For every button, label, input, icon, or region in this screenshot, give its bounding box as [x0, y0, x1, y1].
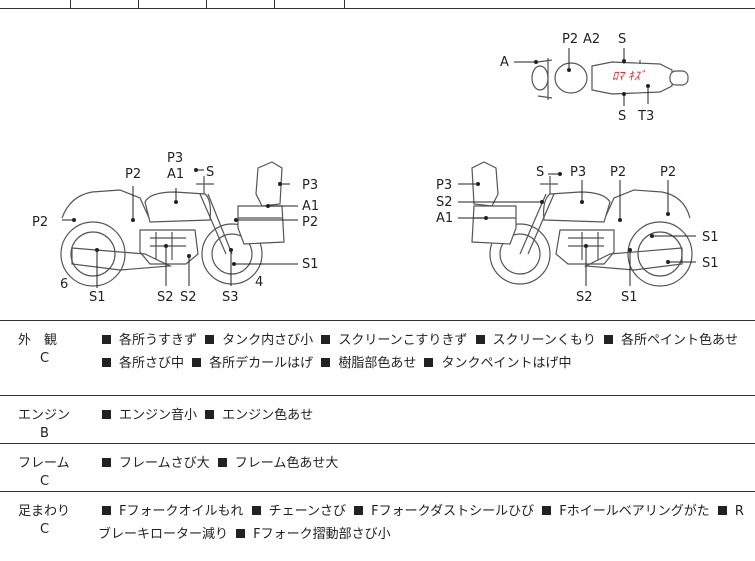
section-exterior: 外 観 C 各所うすきず タンク内さび小 スクリーンこすりきず スクリーンくもり…: [0, 321, 755, 396]
label-P2: P2: [562, 32, 578, 47]
label-A: A: [500, 55, 509, 70]
section-name: フレーム: [18, 456, 70, 471]
left-side-motorcycle: [60, 161, 285, 287]
condition-item: 各所さび中: [119, 356, 185, 371]
condition-item: Fフォークダストシールひび: [371, 504, 535, 519]
label-P3-screen: P3: [302, 178, 318, 193]
label-T3: T3: [637, 109, 654, 124]
label-P3-screen: P3: [436, 178, 452, 193]
label-S2-fork: S2: [436, 195, 453, 210]
condition-item: Fフォークオイルもれ: [119, 504, 244, 519]
condition-item: タンクペイントはげ中: [441, 356, 572, 371]
label-A1-fairing: A1: [436, 211, 453, 226]
section-engine: エンジン B エンジン音小 エンジン色あせ: [0, 396, 755, 444]
label-A2: A2: [583, 32, 600, 47]
label-S-top: S: [618, 32, 626, 47]
condition-item: フレームさび大: [119, 456, 210, 471]
label-A1: A1: [167, 167, 184, 182]
label-P3: P3: [167, 151, 183, 166]
label-P2-seat: P2: [660, 165, 676, 180]
condition-item: 各所ペイント色あせ: [621, 333, 739, 348]
damage-diagram: ﾛﾏ ｷｽﾞ A P2 A2 S S T3: [0, 8, 755, 321]
section-grade: C: [40, 522, 50, 537]
section-name: 足まわり: [18, 504, 71, 519]
label-S2-engine: S2: [576, 290, 593, 305]
condition-item: エンジン音小: [119, 408, 198, 423]
label-S: S: [536, 165, 544, 180]
section-grade: B: [40, 426, 49, 441]
previous-table-row-edge: [0, 0, 755, 9]
section-suspension: 足まわり C Fフォークオイルもれ チェーンさび Fフォークダストシールひび F…: [0, 492, 755, 561]
condition-item: チェーンさび: [268, 504, 346, 519]
condition-item: 各所うすきず: [119, 333, 198, 348]
condition-item: スクリーンこすりきず: [338, 333, 468, 348]
label-S1-muffler: S1: [89, 290, 106, 305]
label-S1-muffler: S1: [702, 256, 719, 271]
section-grade: C: [40, 351, 50, 366]
condition-item: エンジン色あせ: [222, 408, 314, 423]
label-A1-fairing: A1: [302, 199, 319, 214]
label-6: 6: [60, 277, 68, 292]
label-S1-front: S1: [302, 257, 319, 272]
label-P3-tank: P3: [570, 165, 586, 180]
label-S3: S3: [222, 290, 239, 305]
label-P2-seat: P2: [125, 167, 141, 182]
condition-list: 各所うすきず タンク内さび小 スクリーンこすりきず スクリーンくもり 各所ペイン…: [98, 329, 746, 375]
label-S-bottom: S: [618, 109, 626, 124]
section-grade: C: [40, 474, 50, 489]
section-name: 外 観: [18, 333, 58, 348]
motorcycle-damage-figure: ﾛﾏ ｷｽﾞ A P2 A2 S S T3: [32, 32, 719, 305]
right-side-motorcycle: [471, 161, 693, 287]
label-4: 4: [255, 275, 263, 290]
condition-item: フレーム色あせ大: [234, 456, 339, 471]
condition-item: 樹脂部色あせ: [338, 356, 417, 371]
section-frame: フレーム C フレームさび大 フレーム色あせ大: [0, 444, 755, 492]
label-S1-pipe: S1: [621, 290, 638, 305]
condition-item: Rブレーキローター減り: [98, 504, 744, 542]
condition-item: 各所デカールはげ: [209, 356, 314, 371]
label-S2-pipe: S2: [180, 290, 197, 305]
condition-list: フレームさび大 フレーム色あせ大: [98, 452, 746, 475]
top-view-motorcycle: ﾛﾏ ｷｽﾞ: [531, 58, 689, 100]
handwritten-note: ﾛﾏ ｷｽﾞ: [612, 69, 646, 83]
condition-item: Fホイールベアリングがた: [559, 504, 710, 519]
label-S2-engine: S2: [157, 290, 174, 305]
condition-list: Fフォークオイルもれ チェーンさび Fフォークダストシールひび Fホイールベアリ…: [98, 500, 746, 546]
condition-list: エンジン音小 エンジン色あせ: [98, 404, 746, 427]
section-name: エンジン: [18, 408, 71, 423]
label-S1-cover: S1: [702, 230, 719, 245]
label-P2-cowl: P2: [302, 215, 318, 230]
condition-item: スクリーンくもり: [492, 333, 596, 348]
label-P2-tank: P2: [610, 165, 626, 180]
condition-item: Fフォーク摺動部さび小: [253, 527, 391, 542]
condition-item: タンク内さび小: [222, 333, 314, 348]
label-P2-tail: P2: [32, 215, 48, 230]
label-S: S: [206, 165, 214, 180]
